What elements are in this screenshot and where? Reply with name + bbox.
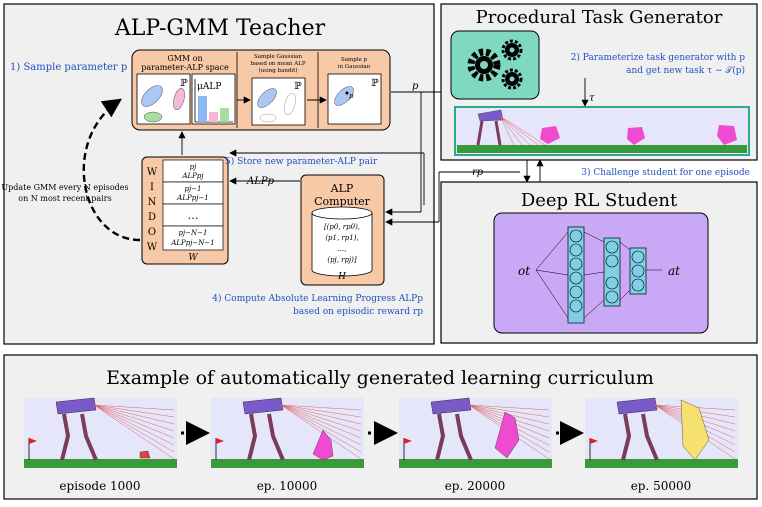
episode-snapshot (24, 397, 177, 468)
gmm-title-1: GMM on (167, 54, 202, 63)
window-letter-3: D (148, 212, 156, 223)
episode-label: ep. 50000 (631, 479, 692, 493)
update-gmm-arrow (82, 98, 141, 242)
episode-snapshot (585, 397, 738, 468)
history-database-icon (311, 213, 373, 277)
step5-label: 5) Store new parameter-ALP pair (225, 156, 378, 167)
window-letter-5: W (147, 242, 158, 253)
generator-panel: Procedural Task Generator 2) Parameteriz… (440, 3, 758, 161)
gaussian-blue (141, 85, 163, 107)
step2-line2: and get new task τ ∼ 𝒯(p) (626, 65, 745, 76)
update-gmm-l2: on N most recent pairs (18, 194, 111, 203)
window-buffer: W I N D O W pj ALPpj pj−1 ALPpj−1 … pj−N… (141, 156, 229, 265)
step1-label: 1) Sample parameter p (10, 62, 127, 73)
space-symbol-3: ℙ (371, 78, 379, 89)
svg-text:ALPpj−1: ALPpj−1 (176, 194, 208, 202)
space-symbol-2: ℙ (294, 81, 302, 92)
gaussian-faded-1 (284, 93, 296, 115)
step2-line1: 2) Parameterize task generator with p (571, 52, 746, 63)
svg-text:pj−1: pj−1 (185, 185, 202, 193)
sample-p-mark: p (349, 92, 354, 100)
alp-p-label: ALPp (246, 176, 275, 187)
svg-text:ALPpj−N−1: ALPpj−N−1 (170, 239, 214, 247)
episode-label: ep. 10000 (257, 479, 318, 493)
observation-label: ot (518, 264, 530, 278)
step3-label: 3) Challenge student for one episode (581, 167, 750, 178)
sample-p-box: ℙ p (327, 73, 382, 125)
episode-label: ep. 20000 (445, 479, 506, 493)
step4-line2: based on episodic reward rp (293, 307, 423, 317)
generator-title: Procedural Task Generator (476, 7, 723, 28)
episode-label: episode 1000 (59, 479, 140, 493)
action-label: at (668, 264, 680, 278)
space-symbol-1: ℙ (180, 78, 188, 89)
alp-computer-title-2: Computer (314, 195, 371, 208)
neural-network-icon (535, 226, 662, 324)
policy-network-box (493, 212, 709, 334)
mu-alp-box: μALP (191, 73, 236, 125)
window-letter-0: W (147, 167, 158, 178)
teacher-title: ALP-GMM Teacher (114, 16, 326, 41)
svg-text:(p1, rp1),: (p1, rp1), (325, 234, 358, 242)
svg-text:…: … (188, 209, 199, 222)
alp-bar-blue (198, 96, 207, 122)
alp-computer-title-1: ALP (330, 182, 354, 195)
window-letter-1: I (150, 182, 154, 193)
sample-p-l2: in Gaussian (338, 64, 371, 70)
update-gmm-l1: Update GMM every N episodes (1, 183, 128, 192)
gaussian-faded-2 (259, 113, 277, 123)
svg-text:[(p0, rp0),: [(p0, rp0), (324, 223, 360, 231)
student-title: Deep RL Student (521, 190, 678, 211)
gaussian-pink (173, 88, 185, 110)
svg-text:ALPpj: ALPpj (181, 172, 204, 180)
sample-p-l1: Sample p (341, 57, 368, 63)
selected-gaussian-box: ℙ (251, 77, 306, 126)
episode-snapshot (211, 397, 364, 468)
alp-bar-green (220, 108, 229, 122)
teacher-panel: ALP-GMM Teacher 1) Sample parameter p GM… (1, 3, 435, 345)
episode-snapshot (399, 397, 552, 468)
window-letter-4: O (148, 227, 156, 238)
sample-gaussian-l1: Sample Gaussian (254, 54, 302, 60)
gaussian-selected (257, 88, 277, 108)
step4-line1: 4) Compute Absolute Learning Progress AL… (212, 293, 423, 304)
svg-text:pj−N−1: pj−N−1 (179, 229, 208, 237)
sample-gaussian-l2: based on mean ALP (250, 61, 305, 67)
gmm-ellipses-box: ℙ (136, 73, 191, 125)
curriculum-episodes: episode 1000 ep. 10000 ep. 20000 ep. 50000 (24, 397, 738, 493)
window-letter-2: N (148, 197, 157, 208)
gaussian-sampled (334, 86, 354, 106)
sample-gaussian-l3: (using bandit) (258, 67, 297, 74)
svg-text:...,: ..., (338, 245, 347, 253)
mu-alp-label: μALP (197, 82, 221, 92)
sample-point (345, 91, 349, 95)
history-symbol: H (337, 272, 346, 282)
gaussian-green (143, 111, 163, 123)
student-panel: Deep RL Student (440, 181, 758, 344)
svg-text:(pj, rpj)]: (pj, rpj)] (327, 256, 357, 264)
svg-text:pj: pj (190, 163, 197, 171)
gmm-title-2: parameter-ALP space (141, 63, 229, 72)
p-arrow-label: p (412, 81, 419, 92)
task-preview (454, 106, 750, 156)
window-symbol: W (188, 253, 198, 263)
window-cell (162, 225, 224, 251)
curriculum-title: Example of automatically generated learn… (106, 367, 654, 389)
rp-label: rp (472, 167, 484, 178)
gears-icon (467, 39, 523, 90)
alp-computer: ALP Computer [(p0, rp0), (p1, rp1), ...,… (300, 174, 385, 286)
tau-label: τ (589, 93, 595, 104)
alp-bar-pink (209, 112, 218, 122)
